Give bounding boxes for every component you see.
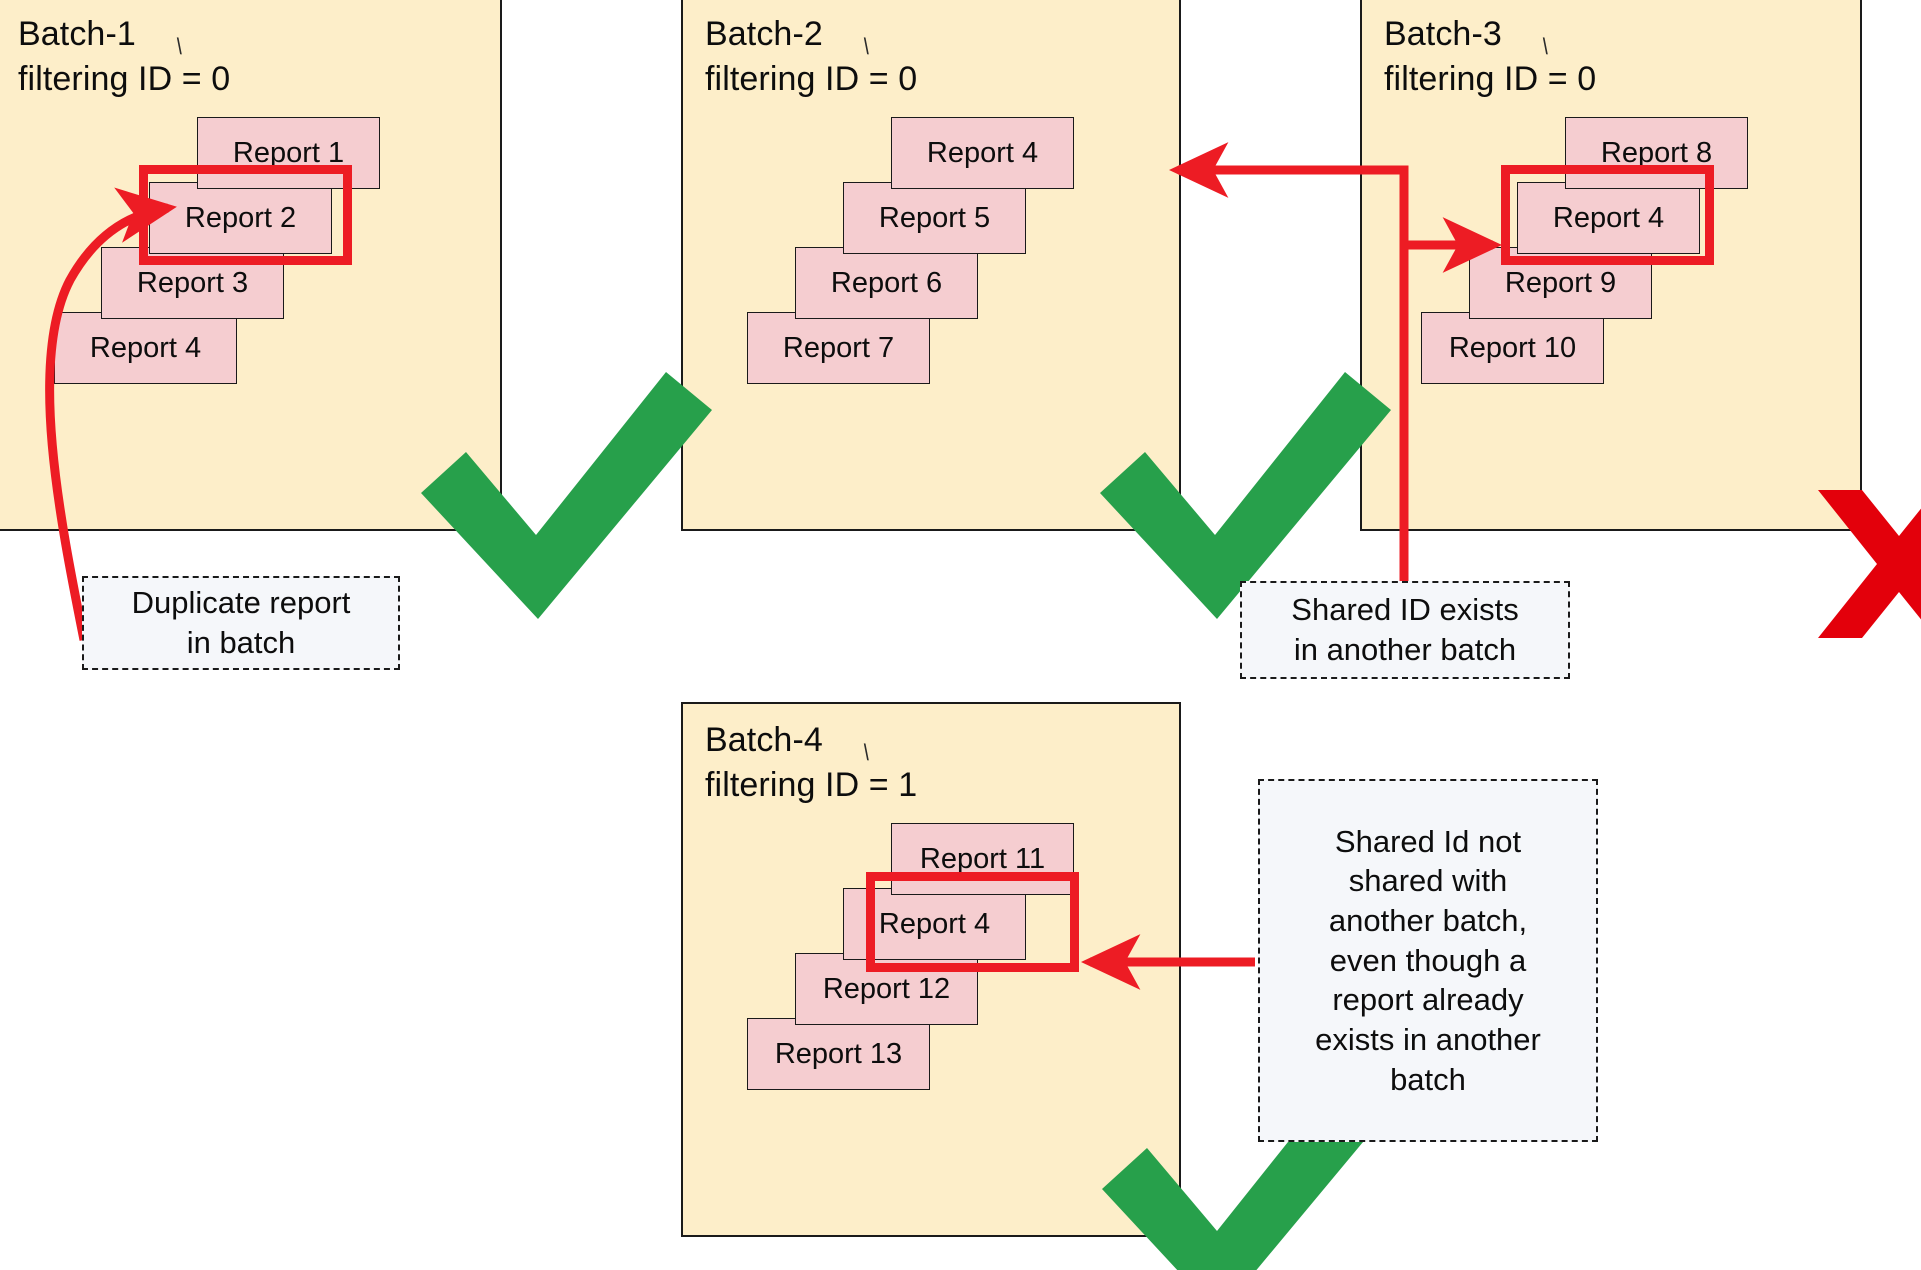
- report-card[interactable]: Report 8: [1565, 117, 1748, 189]
- batch-title-tick-icon-1: ∖: [170, 35, 186, 59]
- highlight-box-batch-3-report-4: [1501, 165, 1714, 265]
- callout-duplicate-report: Duplicate report in batch: [82, 576, 400, 670]
- highlight-box-batch-1-report-2: [139, 165, 352, 265]
- report-card[interactable]: Report 11: [891, 823, 1074, 895]
- report-card[interactable]: Report 4: [1517, 182, 1700, 254]
- callout-shared-id-not-shared: Shared Id not shared with another batch,…: [1258, 779, 1598, 1142]
- batch-container-3: Batch-3 filtering ID = 0 ∖ Report 8 Repo…: [1360, 0, 1862, 531]
- report-card[interactable]: Report 4: [891, 117, 1074, 189]
- batch-title-3: Batch-3 filtering ID = 0: [1384, 15, 1597, 98]
- batch-title-tick-icon-3: ∖: [1536, 35, 1552, 59]
- report-card[interactable]: Report 2: [149, 182, 332, 254]
- batch-container-2: Batch-2 filtering ID = 0 ∖ Report 4 Repo…: [681, 0, 1181, 531]
- report-card[interactable]: Report 4: [54, 312, 237, 384]
- batch-title-tick-icon-4: ∖: [857, 741, 873, 765]
- report-card[interactable]: Report 5: [843, 182, 1026, 254]
- report-card[interactable]: Report 6: [795, 247, 978, 319]
- report-card[interactable]: Report 7: [747, 312, 930, 384]
- report-card[interactable]: Report 10: [1421, 312, 1604, 384]
- batch-container-1: Batch-1 filtering ID = 0 ∖ Report 1 Repo…: [0, 0, 502, 531]
- batch-title-1: Batch-1 filtering ID = 0: [18, 15, 231, 98]
- report-card[interactable]: Report 13: [747, 1018, 930, 1090]
- report-card[interactable]: Report 1: [197, 117, 380, 189]
- callout-shared-id-exists: Shared ID exists in another batch: [1240, 581, 1570, 679]
- batch-title-4: Batch-4 filtering ID = 1: [705, 721, 918, 804]
- batch-title-2: Batch-2 filtering ID = 0: [705, 15, 918, 98]
- highlight-box-batch-4-report-4: [866, 872, 1079, 972]
- batch-title-tick-icon-2: ∖: [857, 35, 873, 59]
